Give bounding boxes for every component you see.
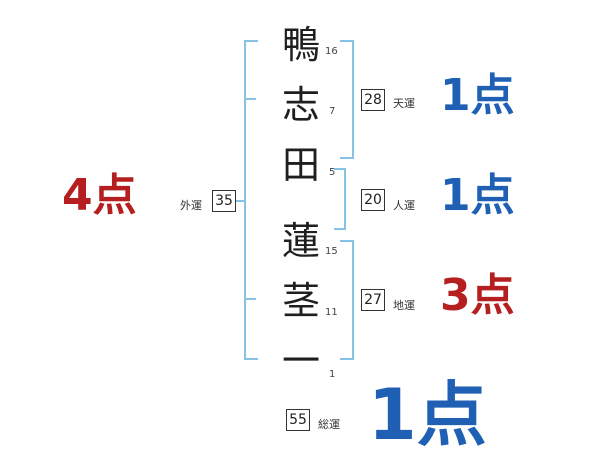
stroke-count: 7 xyxy=(329,106,336,117)
jinun-label: 人運 xyxy=(393,199,415,212)
jinun-score: 1点 xyxy=(440,170,515,221)
stroke-count: 11 xyxy=(325,307,338,318)
name-character: 蓮 xyxy=(281,219,320,263)
name-character: 田 xyxy=(281,143,320,187)
gaiun-score: 4点 xyxy=(62,170,137,221)
tenun-label: 天運 xyxy=(393,97,415,110)
souun-value-box: 55 xyxy=(286,409,310,431)
stroke-count: 5 xyxy=(329,167,336,178)
chiun-score: 3点 xyxy=(440,270,515,321)
gaiun-value-box: 35 xyxy=(212,190,236,212)
name-character: 茎 xyxy=(281,279,320,323)
stroke-count: 1 xyxy=(329,369,336,380)
stroke-count: 16 xyxy=(325,46,338,57)
name-character: 鴨 xyxy=(281,23,320,67)
jinun-value-box: 20 xyxy=(361,189,385,211)
souun-label: 総運 xyxy=(318,418,340,431)
chiun-label: 地運 xyxy=(393,299,415,312)
tenun-value-box: 28 xyxy=(361,89,385,111)
name-character: 一 xyxy=(281,339,320,383)
name-character: 志 xyxy=(281,83,320,127)
tenun-score: 1点 xyxy=(440,70,515,121)
gaiun-label: 外運 xyxy=(180,199,202,212)
stroke-count: 15 xyxy=(325,246,338,257)
chiun-value-box: 27 xyxy=(361,289,385,311)
souun-score: 1点 xyxy=(368,374,487,456)
